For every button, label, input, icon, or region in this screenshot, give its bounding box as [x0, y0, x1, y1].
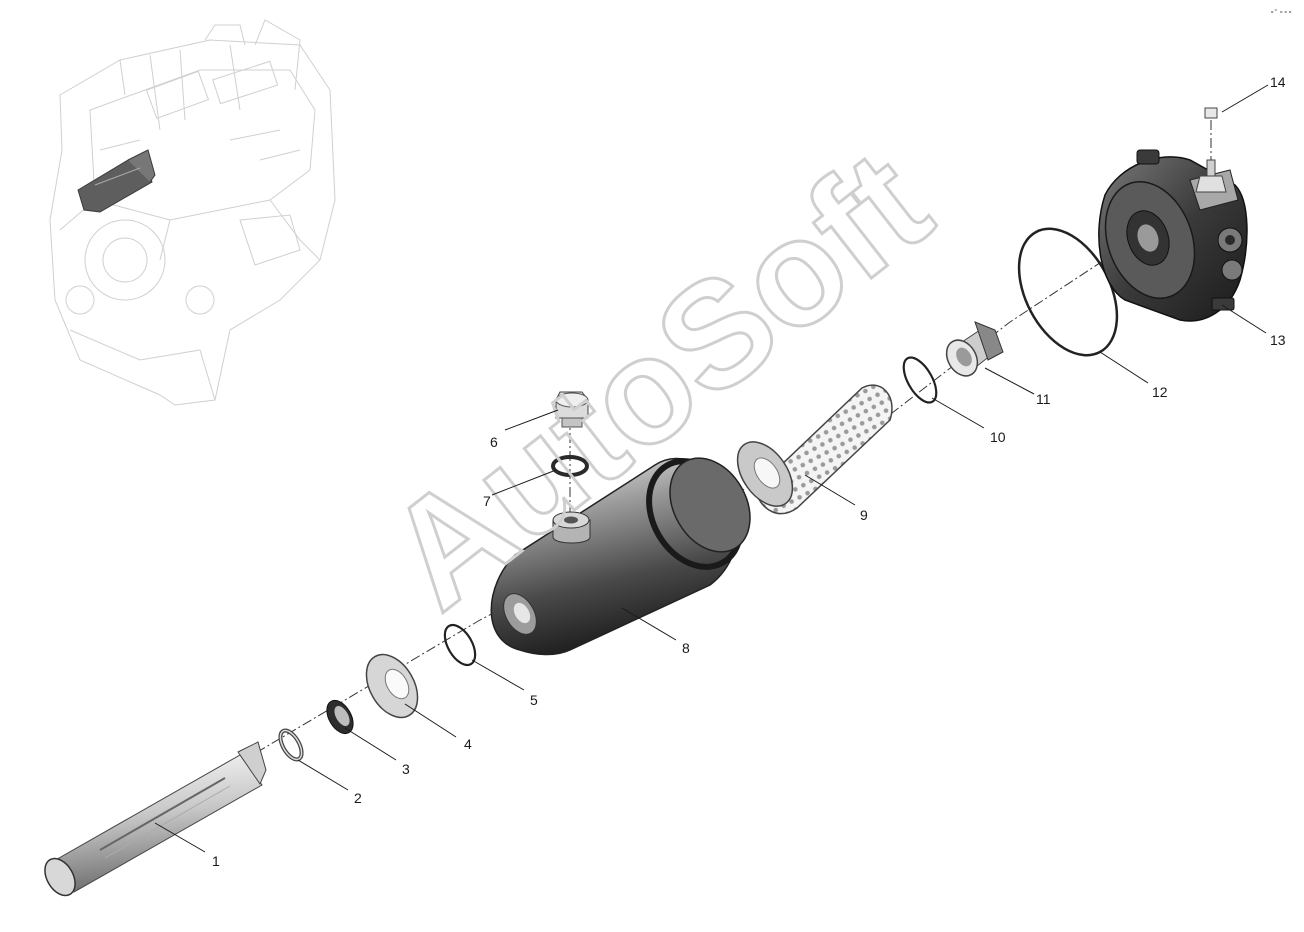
part-6-drain-plug — [555, 391, 589, 428]
part-5-o-ring — [443, 623, 477, 667]
part-1-center-bolt — [44, 741, 267, 897]
part-4-flat-washer — [365, 653, 419, 719]
part-10-o-ring — [902, 356, 938, 404]
corner-mark-text: ∘° ∘∘∘ — [1270, 8, 1292, 16]
callout-2: 2 — [354, 790, 362, 806]
leader-lines — [154, 84, 1269, 853]
callout-10: 10 — [990, 429, 1006, 445]
part-3-washer — [326, 699, 354, 735]
part-13-filter-head — [1098, 149, 1248, 322]
part-14-vent-fitting — [1195, 107, 1227, 193]
part-8-filter-bowl — [490, 457, 751, 656]
callout-5: 5 — [530, 692, 538, 708]
callout-8: 8 — [682, 640, 690, 656]
callout-12: 12 — [1152, 384, 1168, 400]
part-2-ring — [278, 728, 304, 762]
callout-6: 6 — [490, 434, 498, 450]
callout-14: 14 — [1270, 74, 1286, 90]
callout-1: 1 — [212, 853, 220, 869]
part-7-seal-ring — [551, 455, 589, 477]
callout-11: 11 — [1036, 391, 1051, 407]
corner-reference-mark: ∘° ∘∘∘ — [1270, 8, 1292, 16]
callout-4: 4 — [464, 736, 472, 752]
engine-filter-highlight — [77, 149, 156, 213]
part-11-nipple — [945, 321, 1004, 377]
engine-reference-sketch — [49, 19, 336, 406]
callout-3: 3 — [402, 761, 410, 777]
callout-9: 9 — [860, 507, 868, 523]
callout-labels: 1 2 3 4 5 6 7 8 9 10 11 12 13 14 — [212, 74, 1286, 869]
callout-13: 13 — [1270, 332, 1286, 348]
part-9-filter-element — [736, 384, 893, 515]
callout-7: 7 — [483, 493, 491, 509]
